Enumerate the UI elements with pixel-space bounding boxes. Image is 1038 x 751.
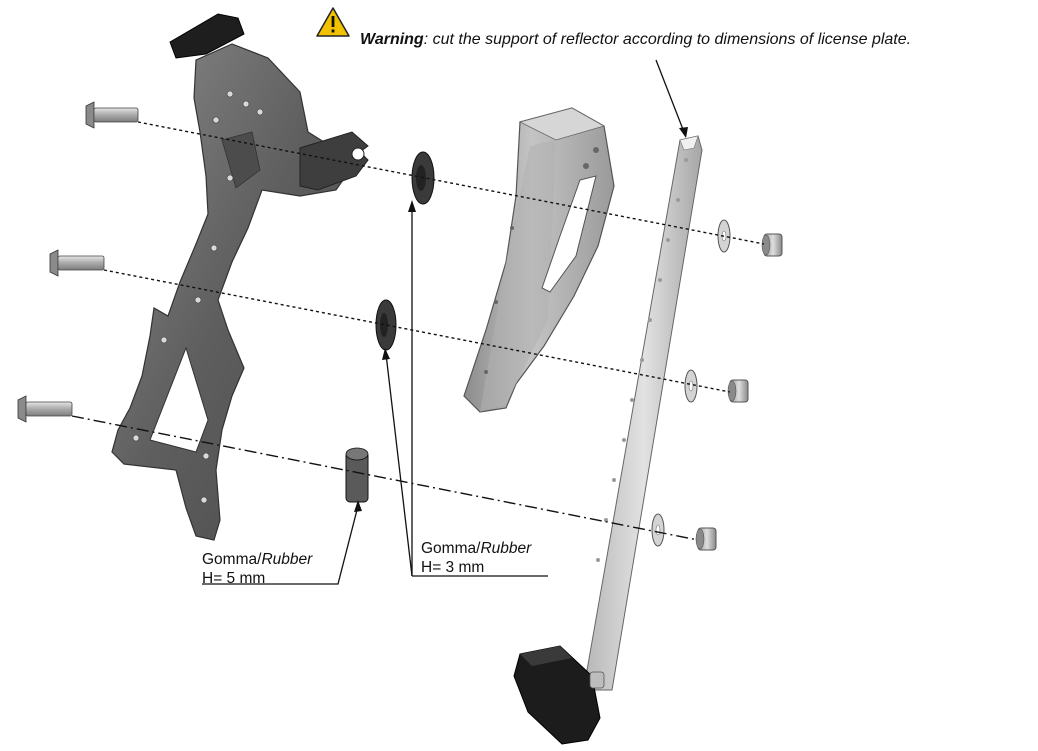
callout-height: H= 3 mm <box>421 559 485 576</box>
screw-top <box>85 101 139 129</box>
axis-line-middle <box>103 269 731 393</box>
nut-top <box>761 233 783 257</box>
leader-lines <box>202 59 688 585</box>
frame-side-arm <box>299 131 369 191</box>
rubber-spacer-3mm-middle <box>375 299 397 351</box>
leader-warning <box>655 59 685 133</box>
leader-5mm <box>202 505 359 585</box>
warning-message: Warning: cut the support of reflector ac… <box>360 31 911 49</box>
axis-line-bottom <box>71 415 699 541</box>
leader-3mm-b <box>385 353 413 577</box>
material-english: Rubber <box>480 540 532 557</box>
frame-cutout <box>149 346 209 453</box>
callout-rubber-3mm: Gomma/Rubber H= 3 mm <box>421 539 531 577</box>
frame-top-pad <box>169 13 245 59</box>
bracket-slot <box>541 175 597 293</box>
axis-line-top <box>137 121 765 245</box>
nut-middle <box>727 379 749 403</box>
main-frame-body <box>111 43 351 541</box>
reflector-bracket <box>463 107 615 413</box>
screw-bottom <box>17 395 73 423</box>
rubber-spacer-5mm <box>345 447 369 503</box>
callout-material: Gomma/Rubber <box>202 550 312 569</box>
callout-height: H= 5 mm <box>202 570 266 587</box>
warning-text: : cut the support of reflector according… <box>423 31 912 48</box>
warning-title: Warning <box>360 31 424 48</box>
callout-rubber-5mm: Gomma/Rubber H= 5 mm <box>202 550 312 588</box>
nut-bottom <box>695 527 717 551</box>
frame-cutout-upper <box>221 131 261 189</box>
washer-bottom <box>651 513 665 547</box>
material-italian: Gomma/ <box>202 551 262 568</box>
screw-middle <box>49 249 105 277</box>
warning-triangle-icon <box>316 7 350 37</box>
assembly-axis-lines <box>71 121 765 541</box>
material-italian: Gomma/ <box>421 540 481 557</box>
callout-material: Gomma/Rubber <box>421 539 531 558</box>
material-english: Rubber <box>261 551 313 568</box>
main-frame <box>111 13 369 541</box>
bottom-rubber-pad <box>513 645 605 745</box>
washer-middle <box>684 369 698 403</box>
